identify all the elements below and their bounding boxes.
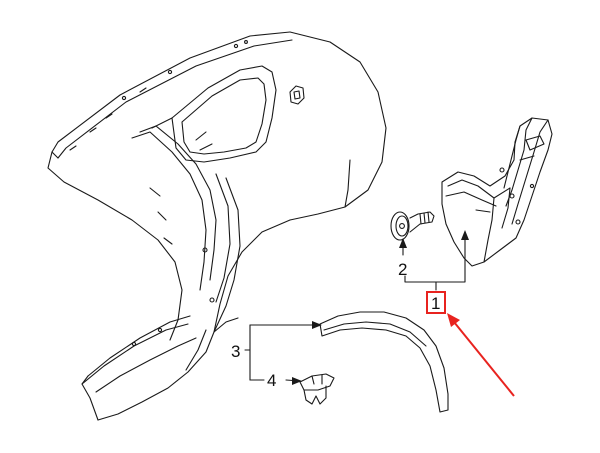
mud-flap [441, 117, 553, 267]
callout-1: 1 [431, 294, 440, 313]
wheel-opening-molding [319, 311, 449, 413]
screw [390, 211, 435, 241]
retainer-clip [299, 373, 335, 405]
callout-4: 4 [267, 371, 276, 390]
leader-arrowheads [292, 230, 469, 385]
callout-3: 3 [231, 342, 240, 361]
quarter-panel [47, 31, 387, 421]
callout-2: 2 [398, 260, 407, 279]
highlight-arrow [447, 313, 515, 397]
highlight-box [426, 291, 446, 314]
